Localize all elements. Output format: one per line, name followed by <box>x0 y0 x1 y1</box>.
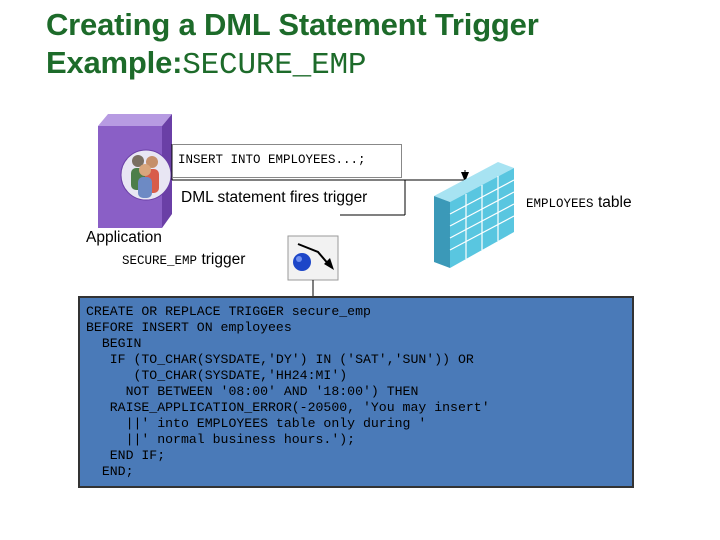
code-line: NOT BETWEEN '08:00' AND '18:00') THEN <box>86 384 419 399</box>
trigger-word: trigger <box>201 251 246 268</box>
code-line: IF (TO_CHAR(SYSDATE,'DY') IN ('SAT','SUN… <box>86 352 474 367</box>
code-line: END; <box>86 464 134 479</box>
code-line: ||' into EMPLOYEES table only during ' <box>86 416 427 431</box>
employees-table-label: EMPLOYEES table <box>526 194 632 212</box>
application-label: Application <box>86 229 162 246</box>
trigger-connector <box>340 180 406 216</box>
trigger-diagram <box>98 114 515 296</box>
trigger-name: SECURE_EMP <box>122 254 198 268</box>
arrow-to-table <box>461 172 469 182</box>
title-line-2: Example:SECURE_EMP <box>46 44 539 85</box>
application-icon <box>98 114 172 228</box>
statement-box: INSERT INTO EMPLOYEES...; <box>172 144 402 178</box>
title-code: SECURE_EMP <box>182 48 367 83</box>
code-line: (TO_CHAR(SYSDATE,'HH24:MI') <box>86 368 348 383</box>
employees-table-icon <box>434 162 515 268</box>
code-line: BEFORE INSERT ON employees <box>86 320 292 335</box>
table-name: EMPLOYEES <box>526 197 594 211</box>
code-line: RAISE_APPLICATION_ERROR(-20500, 'You may… <box>86 400 490 415</box>
code-line: ||' normal business hours.'); <box>86 432 356 447</box>
trigger-code-block: CREATE OR REPLACE TRIGGER secure_emp BEF… <box>78 296 634 488</box>
fires-label: DML statement fires trigger <box>181 189 368 206</box>
statement-text: INSERT INTO EMPLOYEES...; <box>178 153 366 167</box>
code-line: BEGIN <box>86 336 142 351</box>
trigger-icon <box>287 235 339 281</box>
title-prefix: Example: <box>46 45 183 80</box>
slide-title: Creating a DML Statement Trigger Example… <box>46 6 539 85</box>
table-word: table <box>597 194 632 211</box>
trigger-label: SECURE_EMP trigger <box>122 251 245 269</box>
title-line-1: Creating a DML Statement Trigger <box>46 7 539 42</box>
code-line: CREATE OR REPLACE TRIGGER secure_emp <box>86 304 371 319</box>
code-line: END IF; <box>86 448 166 463</box>
